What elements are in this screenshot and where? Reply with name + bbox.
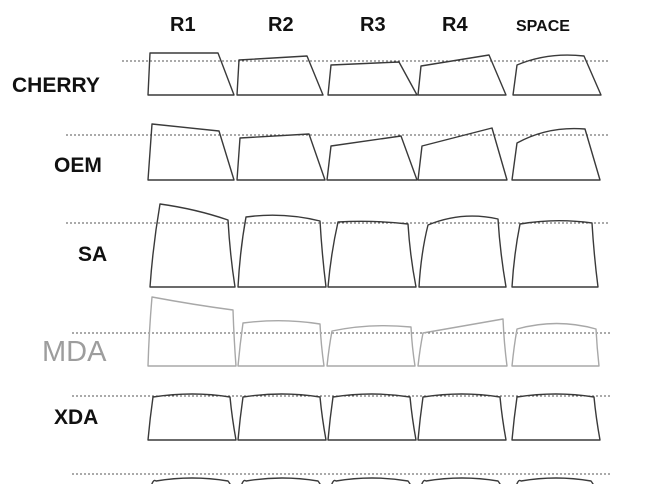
keycap-xda-space [511, 393, 601, 441]
keycap-mda-r4 [417, 318, 508, 367]
keycap-cherry-r4 [417, 54, 507, 96]
keycap-bottom-r2 [241, 477, 321, 484]
column-label-r4: R4 [442, 14, 468, 36]
keycap-sa-r1 [149, 203, 236, 288]
row-label-xda: XDA [54, 406, 99, 429]
column-label-r1: R1 [170, 14, 196, 36]
keycap-oem-r2 [236, 133, 326, 181]
keycap-cherry-r2 [236, 55, 324, 96]
keycap-mda-r2 [237, 320, 325, 367]
keycap-oem-r4 [417, 127, 508, 181]
row-label-cherry: CHERRY [12, 74, 100, 97]
row-label-mda: MDA [42, 336, 107, 368]
column-label-space: SPACE [516, 18, 570, 35]
keycap-oem-r1 [147, 123, 235, 181]
keycap-cherry-space [512, 54, 602, 96]
keycap-xda-r4 [417, 393, 507, 441]
keycap-bottom-r3 [331, 477, 411, 484]
row-label-sa: SA [78, 243, 108, 266]
keycap-sa-r3 [327, 220, 417, 288]
keycap-mda-r3 [326, 324, 416, 367]
keycap-bottom-r4 [421, 477, 501, 484]
keycap-cherry-r1 [147, 52, 235, 96]
keycap-bottom-r1 [151, 477, 231, 484]
keycap-oem-space [511, 127, 601, 181]
column-label-r2: R2 [268, 14, 294, 36]
keycap-xda-r3 [327, 393, 417, 441]
column-label-r3: R3 [360, 14, 386, 36]
keycap-sa-space [511, 220, 599, 288]
keycap-xda-r2 [237, 393, 327, 441]
row-label-oem: OEM [54, 154, 102, 177]
keycap-mda-space [511, 322, 600, 367]
keycap-mda-r1 [147, 296, 237, 367]
keycap-bottom-space [516, 477, 594, 484]
keycap-oem-r3 [326, 135, 418, 181]
keycap-sa-r4 [418, 215, 507, 288]
keycap-sa-r2 [237, 214, 327, 288]
keycap-xda-r1 [147, 393, 237, 441]
keycap-cherry-r3 [327, 61, 418, 96]
